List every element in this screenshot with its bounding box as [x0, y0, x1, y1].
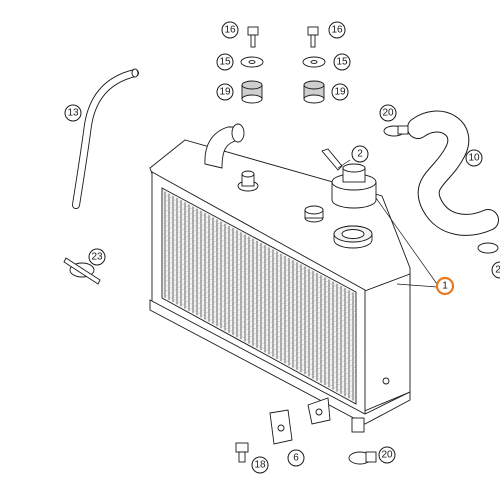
svg-text:2: 2 — [495, 265, 500, 276]
core-tube — [161, 247, 357, 354]
svg-text:15: 15 — [219, 57, 231, 68]
core-tube — [161, 262, 357, 369]
svg-text:10: 10 — [468, 153, 480, 164]
cap-lever — [321, 148, 343, 171]
bolt-head — [247, 26, 259, 36]
callout-6: 6 — [287, 449, 305, 467]
core-tube — [161, 222, 357, 328]
hose-13-end — [131, 68, 139, 78]
radiator-core — [161, 187, 357, 405]
hose-clamp-20-top — [383, 125, 409, 137]
drain-plug — [382, 377, 390, 385]
callout-16-left: 16 — [221, 21, 239, 39]
svg-text:2: 2 — [357, 149, 363, 160]
core-tube — [161, 252, 357, 359]
callout-10: 10 — [465, 149, 483, 167]
inlet-pipe-end — [231, 123, 245, 143]
core-tube — [161, 237, 357, 344]
hose-13 — [72, 68, 139, 209]
core-tube — [161, 282, 357, 389]
bolt-shaft — [250, 34, 256, 48]
callout-2-right-edge: 2 — [491, 261, 500, 279]
svg-text:16: 16 — [224, 25, 236, 36]
core-tube — [161, 287, 357, 395]
core-tube — [161, 242, 357, 349]
core-tube — [161, 272, 357, 379]
bolt-18 — [235, 442, 249, 463]
callout-23: 23 — [88, 248, 106, 266]
svg-text:19: 19 — [219, 87, 231, 98]
core-tube — [161, 232, 357, 339]
radiator-bottom-rail — [149, 299, 411, 425]
radiator-cap — [321, 148, 377, 209]
nut-clip-6 — [269, 409, 293, 445]
hose-clamp-21 — [477, 242, 499, 254]
core-tube — [161, 212, 357, 318]
radiator-side-tank — [361, 273, 411, 413]
svg-text:13: 13 — [67, 108, 79, 119]
core-tube — [161, 277, 357, 384]
svg-text:6: 6 — [293, 453, 299, 464]
cap-grip-top — [342, 163, 366, 173]
callout-19-left: 19 — [216, 83, 234, 101]
callout-18: 18 — [251, 456, 269, 474]
svg-text:16: 16 — [331, 25, 343, 36]
callout-19-right: 19 — [331, 83, 349, 101]
small-neck-top — [304, 205, 324, 215]
bracket-hole — [315, 408, 323, 416]
callout-13: 13 — [64, 104, 82, 122]
cable-tie-23 — [63, 257, 101, 285]
radiator-core-fins — [161, 191, 357, 401]
bolt-shaft — [310, 34, 316, 48]
svg-text:18: 18 — [254, 460, 266, 471]
core-tube — [161, 217, 357, 323]
bottom-stub — [351, 417, 365, 433]
bolt-head — [307, 26, 319, 36]
core-tube — [161, 257, 357, 364]
svg-text:23: 23 — [91, 252, 103, 263]
callout-15-left: 15 — [216, 53, 234, 71]
bolt-16-left — [247, 26, 259, 48]
callout-16-right: 16 — [328, 21, 346, 39]
svg-text:15: 15 — [336, 57, 348, 68]
core-tube — [161, 202, 357, 308]
radiator-assembly — [149, 123, 411, 433]
hose-clamp-20-bottom — [348, 451, 377, 465]
callout-1: 1 — [435, 276, 455, 296]
grommet-19-left — [241, 80, 263, 104]
bolt-16-right — [307, 26, 319, 48]
leader-lines — [337, 159, 438, 288]
svg-text:20: 20 — [381, 450, 393, 461]
washer-15-left — [240, 56, 264, 68]
core-tube — [161, 292, 357, 400]
callout-20-bottom: 20 — [378, 446, 396, 464]
core-tube — [161, 207, 357, 313]
filler-neck-thread — [341, 229, 365, 239]
core-tube — [161, 267, 357, 374]
washer-15-right — [302, 56, 326, 68]
core-tube — [161, 227, 357, 333]
callout-20-top: 20 — [379, 104, 397, 122]
svg-text:1: 1 — [442, 281, 448, 292]
hose-10 — [407, 110, 499, 236]
core-tube — [161, 197, 357, 303]
callout-15-right: 15 — [333, 53, 351, 71]
callout-2: 2 — [351, 145, 369, 163]
grommet-19-right — [303, 80, 325, 104]
top-nipple-cap — [241, 170, 255, 178]
svg-text:20: 20 — [382, 108, 394, 119]
callout-layer: 1 2 6 10 13 15 15 16 — [64, 21, 500, 474]
core-tube — [161, 192, 357, 298]
svg-text:19: 19 — [334, 87, 346, 98]
